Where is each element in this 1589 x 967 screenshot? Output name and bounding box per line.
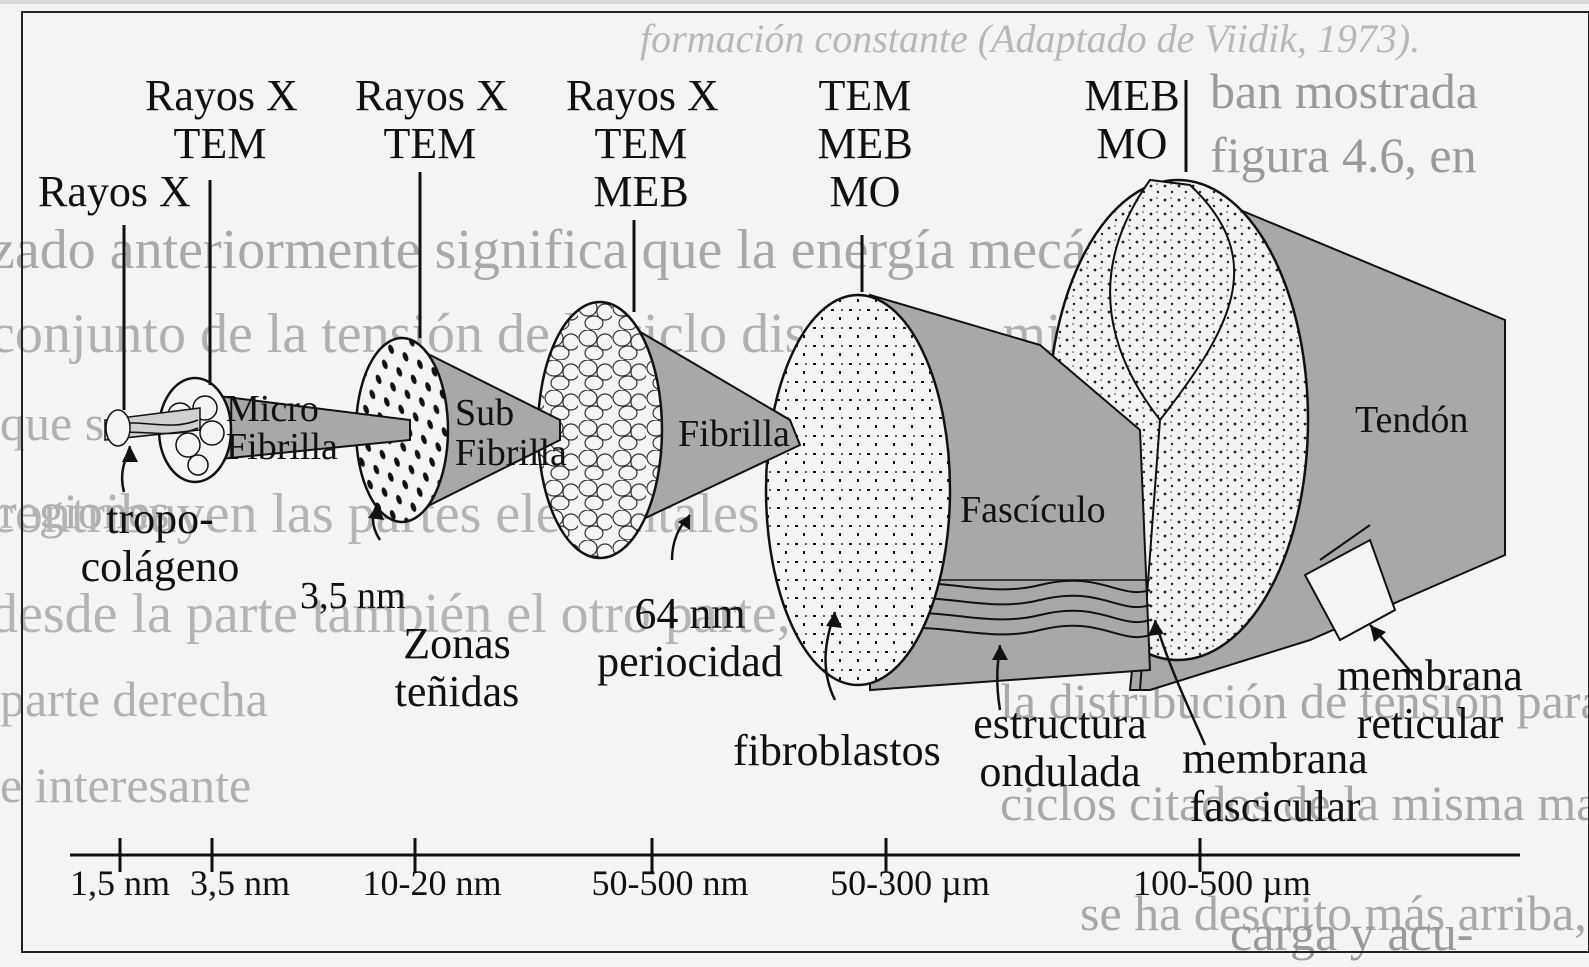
scale-tick-0: 1,5 nm (70, 863, 170, 903)
scale-tick-4: 50-300 µm (830, 863, 990, 903)
scale-labels: 1,5 nm 3,5 nm 10-20 nm 50-500 nm 50-300 … (70, 863, 1311, 903)
method-label-fibril: Rayos X TEM MEB (566, 72, 716, 216)
label-line: tropo- (70, 495, 250, 543)
method-line: TEM (800, 72, 930, 120)
method-label-tropocollagen: Rayos X (38, 168, 191, 216)
fascicle-label: Fascículo (960, 488, 1106, 532)
subfibril-label: Sub Fibrilla (455, 393, 567, 473)
label-line: 64 nm (590, 590, 790, 638)
reticular-membrane-label: membrana reticular (1330, 652, 1530, 748)
periodicity-label: 64 nm periocidad (590, 590, 790, 686)
tendon-label: Tendón (1355, 398, 1468, 442)
label-line: Sub (455, 393, 567, 433)
label-line: membrana (1330, 652, 1530, 700)
label-line: reticular (1330, 700, 1530, 748)
fibril-label: Fibrilla (678, 412, 790, 456)
method-line: TEM (355, 120, 505, 168)
method-label-microfibril: Rayos X TEM (145, 72, 295, 168)
label-line: Micro (226, 390, 338, 428)
label-line: colágeno (70, 543, 250, 591)
fascicular-membrane-label: membrana fascicular (1175, 735, 1375, 831)
method-line: Rayos X (566, 72, 716, 120)
label-line: teñidas (382, 668, 532, 716)
method-line: MO (800, 168, 930, 216)
method-line: MO (1082, 120, 1182, 168)
method-line: MEB (800, 120, 930, 168)
method-label-fascicle: TEM MEB MO (800, 72, 930, 216)
label-line: ondulada (960, 748, 1160, 796)
method-label-tendon: MEB MO (1082, 72, 1182, 168)
tropocollagen-shape (105, 225, 200, 446)
width-35nm-label: 3,5 nm (300, 574, 406, 618)
scale-tick-2: 10-20 nm (363, 863, 502, 903)
scale-tick-3: 50-500 nm (592, 863, 749, 903)
method-line: Rayos X (355, 72, 505, 120)
label-line: Zonas (382, 620, 532, 668)
label-line: Fibrilla (455, 433, 567, 473)
stained-zones-label: Zonas teñidas (382, 620, 532, 716)
method-line: MEB (1082, 72, 1182, 120)
method-line: Rayos X (145, 72, 295, 120)
wavy-structure-label: estructura ondulada (960, 700, 1160, 796)
scale-tick-5: 100-500 µm (1133, 863, 1311, 903)
label-line: Fibrilla (226, 428, 338, 466)
label-line: fascicular (1175, 783, 1375, 831)
label-line: periocidad (590, 638, 790, 686)
scale-tick-1: 3,5 nm (190, 863, 290, 903)
method-line: TEM (566, 120, 716, 168)
fibroblasts-label: fibroblastos (733, 727, 941, 775)
tropocollagen-label: tropo- colágeno (70, 495, 250, 591)
label-line: estructura (960, 700, 1160, 748)
fibril-shape (538, 220, 800, 558)
method-line: MEB (566, 168, 716, 216)
microfibril-label: Micro Fibrilla (226, 390, 338, 466)
method-line: TEM (145, 120, 295, 168)
method-label-subfibril: Rayos X TEM (355, 72, 505, 168)
